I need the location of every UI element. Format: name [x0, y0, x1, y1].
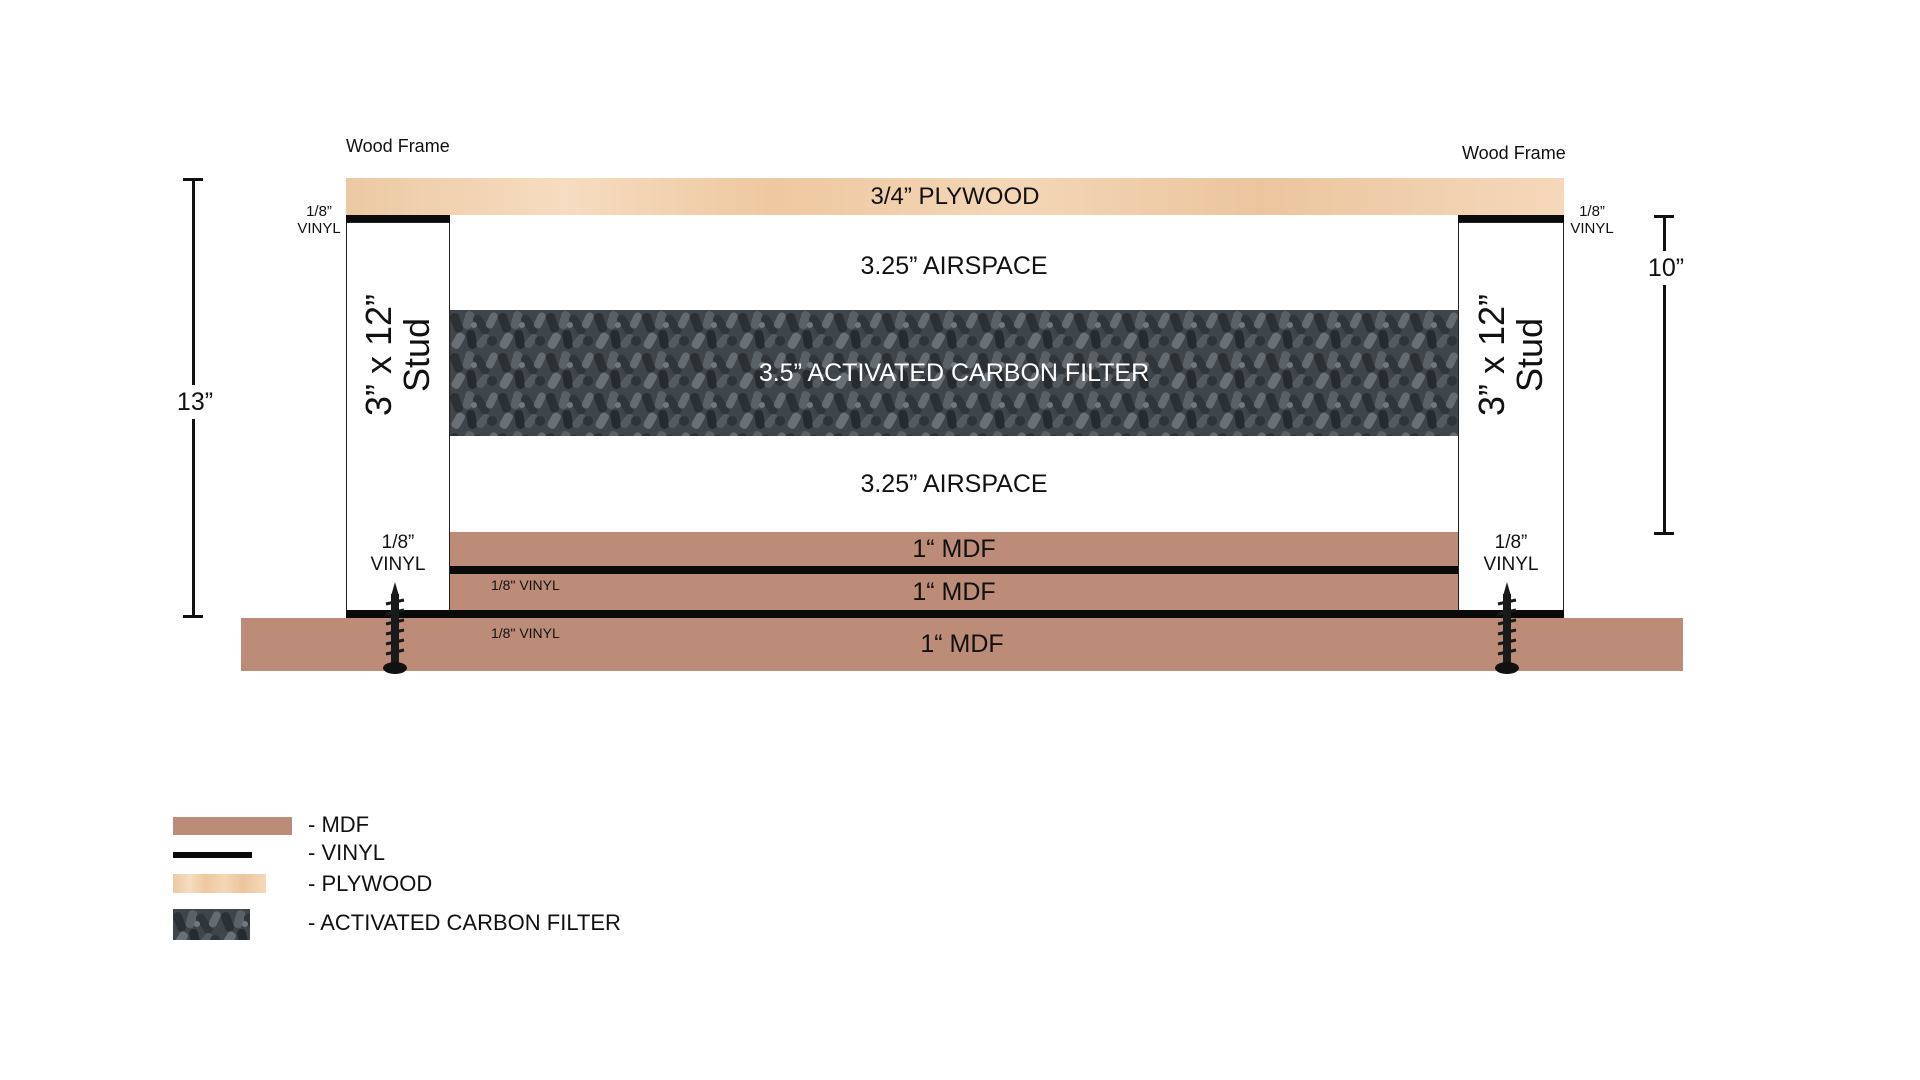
carbon-filter-layer: 3.5” ACTIVATED CARBON FILTER [450, 310, 1458, 436]
legend-label-mdf: - MDF [308, 812, 370, 837]
vinyl-note-top-right: 1/8” VINYL [1566, 203, 1618, 237]
vinyl-note-right-stud: 1/8” VINYL [1469, 532, 1553, 576]
wood-frame-label-right: Wood Frame [1462, 143, 1566, 163]
legend-swatch-vinyl [173, 852, 252, 858]
vinyl-note-right-stud-size: 1/8” [1494, 532, 1528, 553]
stud-left-name: Stud [395, 317, 437, 393]
mdf-middle-layer: 1“ MDF [450, 574, 1458, 610]
vinyl-note-left-stud-text: VINYL [370, 554, 426, 575]
dimension-inner-label: 10” [1647, 253, 1685, 282]
dimension-overall-label: 13” [176, 387, 214, 416]
mdf-top-layer: 1“ MDF [450, 532, 1458, 566]
dimension-inner-line [1663, 215, 1666, 535]
wood-frame-label-left: Wood Frame [346, 136, 450, 156]
plywood-layer: 3/4” PLYWOOD [346, 178, 1564, 215]
vinyl-note-top-left-text: VINYL [297, 220, 341, 237]
vinyl-note-top-left: 1/8” VINYL [293, 203, 345, 237]
legend-swatch-carbon [173, 909, 250, 940]
mdf-top-label: 1“ MDF [912, 534, 996, 563]
carbon-filter-label: 3.5” ACTIVATED CARBON FILTER [758, 358, 1150, 387]
stud-right-size: 3” x 12” [1470, 293, 1512, 417]
dimension-inner-label-box: 10” [1640, 251, 1692, 285]
mdf-middle-label: 1“ MDF [912, 577, 996, 606]
vinyl-note-top-right-size: 1/8” [1579, 203, 1605, 220]
screw-left-icon [383, 582, 407, 674]
dimension-overall-bottom-tick [183, 615, 203, 618]
vinyl-note-top-left-size: 1/8” [306, 203, 332, 220]
airspace-bottom: 3.25” AIRSPACE [450, 436, 1458, 532]
stud-right [1458, 222, 1564, 615]
legend-swatch-mdf [173, 817, 292, 835]
carbon-pellet-texture [450, 310, 1458, 436]
legend-label-carbon: - ACTIVATED CARBON FILTER [308, 910, 621, 935]
vinyl-strip-top-left [346, 215, 450, 222]
legend-label-vinyl: - VINYL [308, 840, 386, 865]
airspace-top-label: 3.25” AIRSPACE [860, 251, 1048, 280]
stud-right-name: Stud [1508, 317, 1550, 393]
legend-label-plywood: - PLYWOOD [308, 871, 433, 896]
vinyl-note-left-stud-size: 1/8” [381, 532, 415, 553]
airspace-top: 3.25” AIRSPACE [450, 222, 1458, 310]
vinyl-above-base-label: 1/8" VINYL [491, 625, 560, 641]
stud-right-label: 3” x 12” Stud [1470, 293, 1550, 417]
legend-carbon-texture [173, 909, 250, 940]
vinyl-note-right-stud-text: VINYL [1483, 554, 1539, 575]
vinyl-note-top-right-text: VINYL [1570, 220, 1614, 237]
vinyl-note-left-stud: 1/8” VINYL [356, 532, 440, 576]
vinyl-strip-top-right [1458, 215, 1564, 222]
legend-swatch-plywood [173, 874, 266, 893]
screw-right-icon [1495, 582, 1519, 674]
vinyl-between-mdf [450, 566, 1458, 574]
mdf-base-layer: 1“ MDF [241, 618, 1683, 671]
airspace-bottom-label: 3.25” AIRSPACE [860, 469, 1048, 498]
stud-left-size: 3” x 12” [357, 293, 399, 417]
vinyl-above-base [346, 610, 1564, 618]
vinyl-between-mdf-label: 1/8" VINYL [491, 577, 560, 593]
plywood-label: 3/4” PLYWOOD [870, 182, 1040, 210]
stud-left-label: 3” x 12” Stud [357, 293, 437, 417]
mdf-base-label: 1“ MDF [920, 630, 1004, 658]
dimension-overall-label-box: 13” [170, 385, 220, 419]
dimension-inner-bottom-tick [1654, 532, 1674, 535]
